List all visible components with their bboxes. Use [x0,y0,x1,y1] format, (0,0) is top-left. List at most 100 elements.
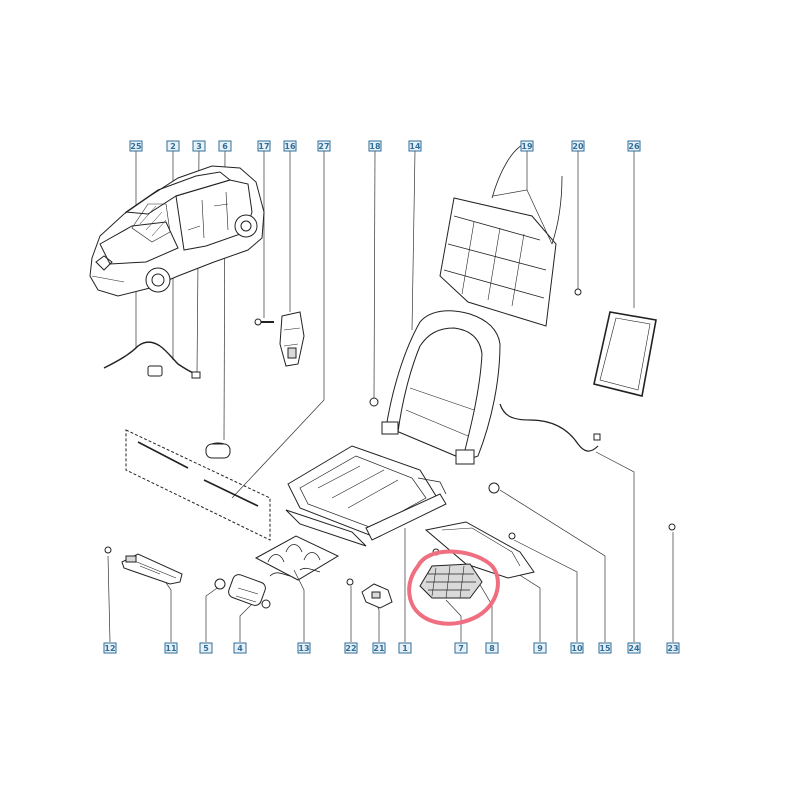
callout-4[interactable]: 4 [233,642,247,654]
callout-label: 13 [298,644,309,653]
callout-box [192,140,206,152]
callout-label: 23 [667,644,678,653]
callout-11[interactable]: 11 [164,642,178,654]
callout-box [485,642,499,654]
callout-label: 16 [284,142,296,151]
bracket-part-21 [361,583,393,609]
callout-20[interactable]: 20 [571,140,585,152]
backrest-mesh-part-19 [439,143,563,327]
callout-7[interactable]: 7 [454,642,468,654]
bolt-part-10 [508,532,516,540]
callout-box [164,642,178,654]
callout-6[interactable]: 6 [218,140,232,152]
callout-box [571,140,585,152]
callout-label: 20 [572,142,584,151]
callout-13[interactable]: 13 [297,642,311,654]
bolt-part-20 [574,288,582,296]
leader-13 [293,569,305,642]
callout-label: 11 [165,644,177,653]
callout-19[interactable]: 19 [520,140,534,152]
callout-2[interactable]: 2 [166,140,180,152]
callout-24[interactable]: 24 [627,642,641,654]
callout-box [283,140,297,152]
callout-label: 18 [369,142,381,151]
leader-18 [373,150,376,399]
callout-label: 9 [537,644,543,653]
callout-box [570,642,584,654]
callout-22[interactable]: 22 [344,642,358,654]
leader-5 [205,585,221,642]
callout-label: 25 [130,142,142,151]
callout-9[interactable]: 9 [533,642,547,654]
highlight-circle [407,549,500,626]
callout-15[interactable]: 15 [598,642,612,654]
callout-box [233,642,247,654]
callout-box [218,140,232,152]
leader-24 [595,451,635,642]
callout-box [372,642,386,654]
callout-label: 4 [237,644,243,653]
seat-base-frame-part-1 [285,445,447,547]
wiring-harness-part-25 [103,341,201,379]
callout-21[interactable]: 21 [372,642,386,654]
callout-label: 6 [222,142,228,151]
leader-4 [239,603,253,642]
leader-9 [517,573,541,642]
callout-27[interactable]: 27 [317,140,331,152]
motor-part-4 [228,574,271,609]
leader-15 [499,489,606,642]
callout-label: 22 [345,644,356,653]
callout-label: 12 [104,644,115,653]
bolt-part-22 [346,578,354,586]
callout-box [533,642,547,654]
rail-part-11 [121,553,183,585]
leader-27 [231,151,325,499]
callout-box [199,642,213,654]
callouts-top: 25 2 3 6 17 16 27 18 14 19 20 26 [129,140,641,152]
leader-12 [107,555,111,643]
callout-25[interactable]: 25 [129,140,143,152]
callout-1[interactable]: 1 [398,642,412,654]
car-illustration [89,165,265,297]
bolt-part-12 [104,546,112,554]
callout-8[interactable]: 8 [485,642,499,654]
springs-part-13 [254,535,340,581]
callout-17[interactable]: 17 [257,140,271,152]
callout-box [398,642,412,654]
callout-label: 27 [318,142,329,151]
callout-26[interactable]: 26 [627,140,641,152]
callout-box [103,642,117,654]
callout-box [297,642,311,654]
callout-18[interactable]: 18 [368,140,382,152]
callout-box [257,140,271,152]
callout-label: 1 [402,644,408,653]
callout-12[interactable]: 12 [103,642,117,654]
rods-kit-part-6 [125,429,271,541]
callout-10[interactable]: 10 [570,642,584,654]
callout-label: 8 [489,644,495,653]
callout-box [454,642,468,654]
leader-10 [513,539,578,642]
callout-label: 3 [196,142,202,151]
callout-label: 24 [628,644,640,653]
callout-box [627,642,641,654]
callout-label: 15 [599,644,611,653]
callout-box [344,642,358,654]
callout-label: 17 [258,142,269,151]
callout-3[interactable]: 3 [192,140,206,152]
clip-part-5 [214,578,226,590]
cable-part-24 [499,403,601,452]
callout-label: 2 [170,142,176,151]
clip-part-18 [369,397,379,407]
leader-7 [445,599,462,642]
callout-16[interactable]: 16 [283,140,297,152]
callout-23[interactable]: 23 [666,642,680,654]
leader-14 [411,150,416,331]
callout-box [598,642,612,654]
panel-part-26 [593,311,657,397]
callout-14[interactable]: 14 [408,140,422,152]
switch-unit-part-16 [279,311,305,367]
callout-box [627,140,641,152]
callout-5[interactable]: 5 [199,642,213,654]
